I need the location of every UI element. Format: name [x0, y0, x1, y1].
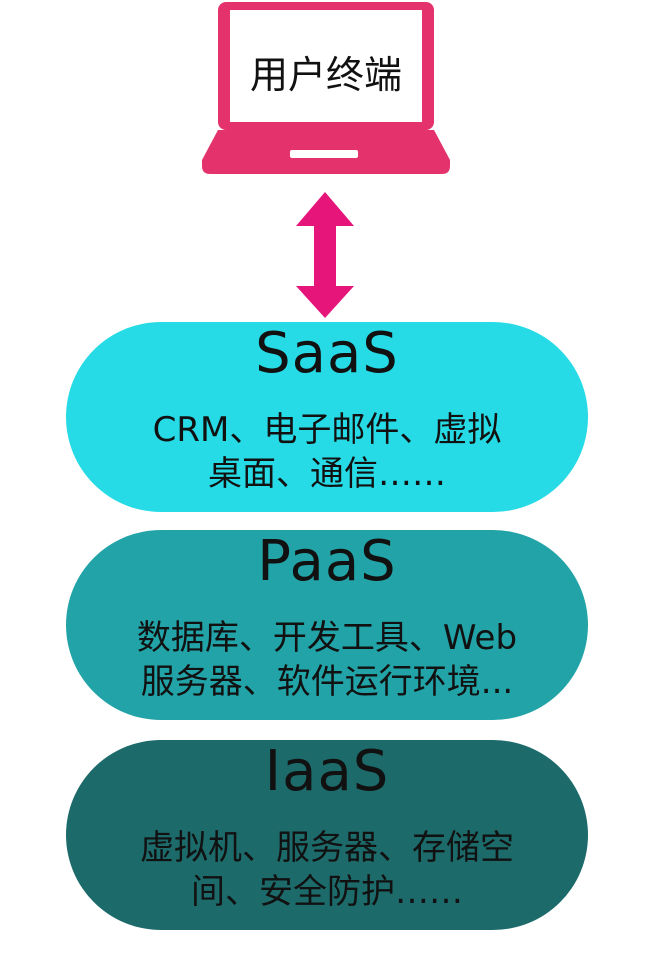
layer-title-paas: PaaS [257, 529, 397, 594]
laptop-touchpad [290, 150, 358, 158]
arrow-shaft [314, 224, 336, 290]
layer-saas: SaaS CRM、电子邮件、虚拟 桌面、通信…… [66, 322, 588, 512]
laptop-screen [230, 10, 422, 122]
layer-iaas: IaaS 虚拟机、服务器、存储空 间、安全防护…… [66, 740, 588, 930]
arrow-head-up [296, 192, 354, 226]
layer-desc-saas: CRM、电子邮件、虚拟 桌面、通信…… [152, 410, 502, 494]
layer-desc-iaas: 虚拟机、服务器、存储空 间、安全防护…… [140, 828, 514, 912]
layer-title-iaas: IaaS [264, 739, 390, 804]
bidirectional-arrow-icon [296, 192, 354, 318]
terminal-label: 用户终端 [249, 53, 402, 97]
layer-title-saas: SaaS [255, 321, 399, 386]
arrow-head-down [296, 286, 354, 318]
laptop-icon [202, 2, 450, 174]
layer-desc-paas: 数据库、开发工具、Web 服务器、软件运行环境... [136, 618, 518, 702]
layer-paas: PaaS 数据库、开发工具、Web 服务器、软件运行环境... [66, 530, 588, 720]
